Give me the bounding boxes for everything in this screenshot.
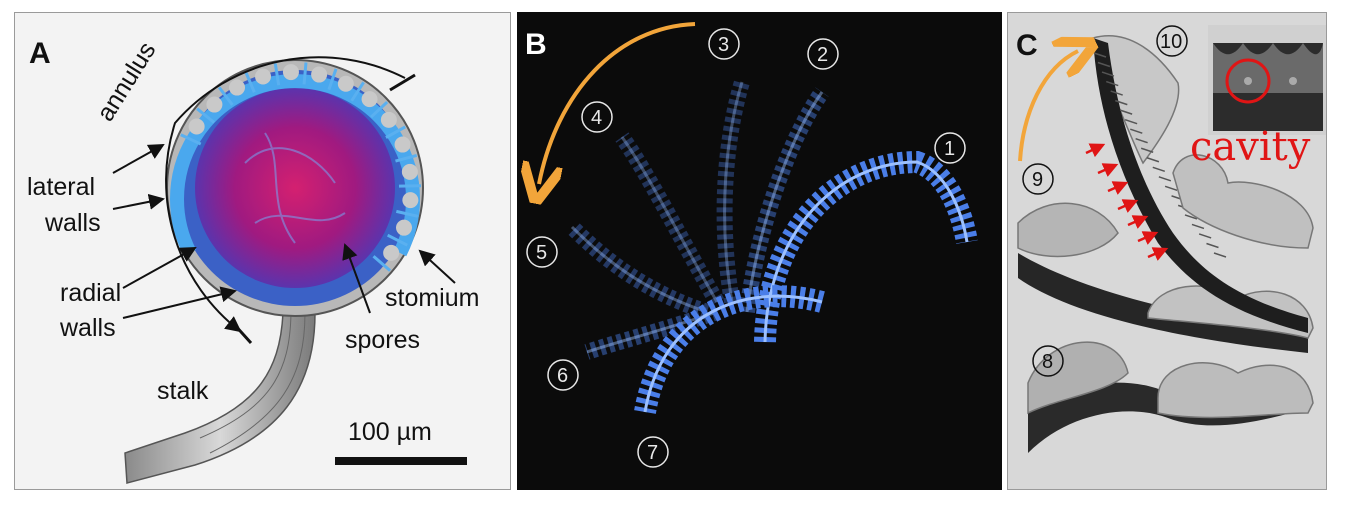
frame-numbers: 1 2 3 4 5 6 7 (526, 28, 966, 468)
cavity-arrow (1117, 199, 1139, 213)
frame-number-5: 5 (536, 242, 547, 264)
label-lateral: lateral (27, 173, 95, 201)
frame-number-2: 2 (817, 44, 828, 66)
annulus-cell (380, 111, 397, 128)
panel-c: cavity C 10 9 8 (1007, 12, 1327, 490)
annulus-cell (394, 136, 411, 153)
frame-number-7: 7 (647, 442, 658, 464)
spores-mass (195, 88, 395, 288)
annulus-band (170, 74, 420, 257)
cavity-arrow (1127, 215, 1149, 229)
label-spores: spores (345, 326, 420, 354)
rotation-arrow-c (1018, 51, 1078, 162)
frame-number-circle (526, 236, 558, 268)
frame-number-6: 6 (557, 365, 568, 387)
inset-label-cavity: cavity (1190, 124, 1311, 170)
label-stomium: stomium (385, 284, 479, 312)
annulus-frame-1 (754, 150, 978, 343)
radial-wall (395, 153, 418, 163)
frame-number-circle (637, 436, 669, 468)
annulus-cell (311, 66, 328, 83)
frame-number-circle (547, 359, 579, 391)
label-annulus: annulus (91, 37, 161, 126)
frame-number-1: 1 (944, 138, 955, 160)
panel-c-figure: cavity C 10 9 8 (1016, 25, 1326, 453)
radial-wall (217, 86, 234, 106)
radial-wall (350, 81, 365, 102)
frame-number-circle (708, 28, 740, 60)
radial-wall (302, 62, 308, 85)
frame-number-circle (807, 38, 839, 70)
label-walls-lateral: walls (44, 209, 101, 237)
radial-wall (244, 71, 256, 93)
frame-number-10: 10 (1160, 31, 1182, 53)
radial-wall (395, 209, 419, 218)
stalk-shape (124, 312, 316, 484)
frame-number-8: 8 (1042, 351, 1053, 373)
label-radial: radial (60, 279, 121, 307)
panel-c-label: C (1016, 29, 1038, 62)
radial-wall (180, 133, 202, 146)
scale-bar-label: 100 µm (348, 418, 432, 446)
panel-b-label: B (525, 28, 547, 61)
radial-wall (386, 233, 408, 247)
cavity-inset (1208, 25, 1326, 135)
annulus-cell (188, 118, 205, 135)
panel-a-label: A (29, 37, 51, 70)
frame-number-circle (581, 101, 613, 133)
annulus-frame-4 (615, 132, 724, 306)
radial-wall (273, 63, 281, 86)
label-stalk: stalk (157, 377, 209, 405)
cavity-arrow (1097, 163, 1119, 177)
annulus-cell (396, 219, 413, 236)
panel-a-figure: A annulus lateral walls radial walls spo… (27, 37, 479, 484)
annulus-cell (255, 68, 272, 85)
radial-wall (196, 107, 216, 124)
frame-number-3: 3 (718, 34, 729, 56)
frame-number-4: 4 (591, 107, 602, 129)
radial-wall (370, 100, 389, 119)
panel-b-figure: B 1 2 3 4 5 6 7 (517, 22, 978, 468)
annulus-cell (361, 91, 378, 108)
annulus-frame-2 (739, 87, 829, 313)
annulus-cell (383, 244, 400, 261)
annulus-cell (282, 64, 299, 81)
cavity-arrow (1137, 231, 1159, 245)
cavity-arrow (1147, 247, 1169, 261)
annulus-cells (180, 62, 422, 272)
frame-number-9: 9 (1032, 169, 1043, 191)
annulus-trajectory (566, 79, 978, 415)
annulus-cell (402, 192, 419, 209)
scale-bar (335, 457, 467, 465)
annulus-cell (206, 96, 223, 113)
annulus-frame-10 (1093, 38, 1308, 333)
cavity-arrow (1085, 143, 1106, 158)
radial-wall (385, 125, 406, 139)
annulus-cell (337, 75, 354, 92)
rotation-arrow (539, 22, 696, 184)
annulus-cell (401, 163, 418, 180)
cavity-arrows (1085, 143, 1169, 261)
annulus-frame-7 (634, 285, 825, 415)
annulus-cell (229, 79, 245, 96)
radial-wall (372, 255, 392, 272)
annulus-frame-5 (566, 221, 710, 320)
cavity-arrow (1107, 181, 1129, 195)
label-walls-radial: walls (59, 314, 116, 342)
frame-number-circle (934, 132, 966, 164)
annulus-arc (165, 56, 406, 333)
radial-wall (327, 68, 338, 91)
panel-a: A annulus lateral walls radial walls spo… (14, 12, 511, 490)
panel-b: B 1 2 3 4 5 6 7 (517, 12, 1002, 490)
annulus-frame-3 (716, 79, 750, 304)
cavity-circle (1225, 58, 1271, 104)
